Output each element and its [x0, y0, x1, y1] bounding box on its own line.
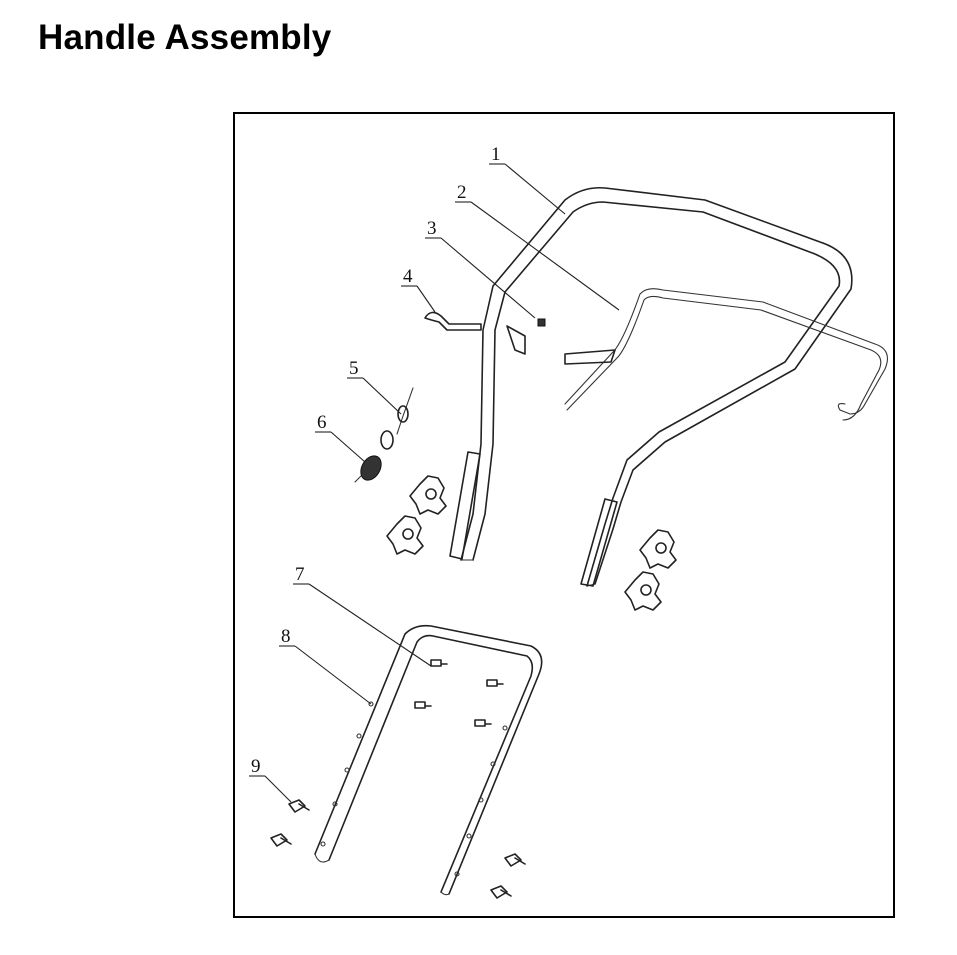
callout-5: 5 — [349, 358, 359, 379]
callout-4: 4 — [403, 266, 413, 287]
page-title: Handle Assembly — [38, 18, 332, 57]
bolts — [414, 659, 504, 727]
callout-7: 7 — [295, 564, 305, 585]
callout-leaders — [249, 163, 620, 803]
handle-assembly-diagram: 1 2 3 4 5 6 7 8 9 — [249, 144, 888, 899]
control-bar — [564, 288, 888, 421]
callout-1: 1 — [491, 144, 501, 165]
upper-handle — [460, 186, 853, 587]
part-5-cable-spring — [380, 387, 414, 450]
callout-8: 8 — [281, 626, 291, 647]
callout-2: 2 — [457, 182, 467, 203]
part-3-nut — [537, 318, 546, 327]
callout-6: 6 — [317, 412, 327, 433]
callout-3: 3 — [427, 218, 437, 239]
knobs-left — [386, 475, 447, 555]
diagram-frame: 1 2 3 4 5 6 7 8 9 — [233, 112, 895, 918]
part-6-spring — [354, 455, 382, 483]
knobs-right — [624, 529, 677, 611]
lower-handle — [314, 624, 543, 896]
part-4-cable-clip — [424, 311, 482, 331]
callout-9: 9 — [251, 756, 261, 777]
upper-handle-ends — [449, 451, 618, 587]
part-9-screws — [270, 799, 526, 899]
